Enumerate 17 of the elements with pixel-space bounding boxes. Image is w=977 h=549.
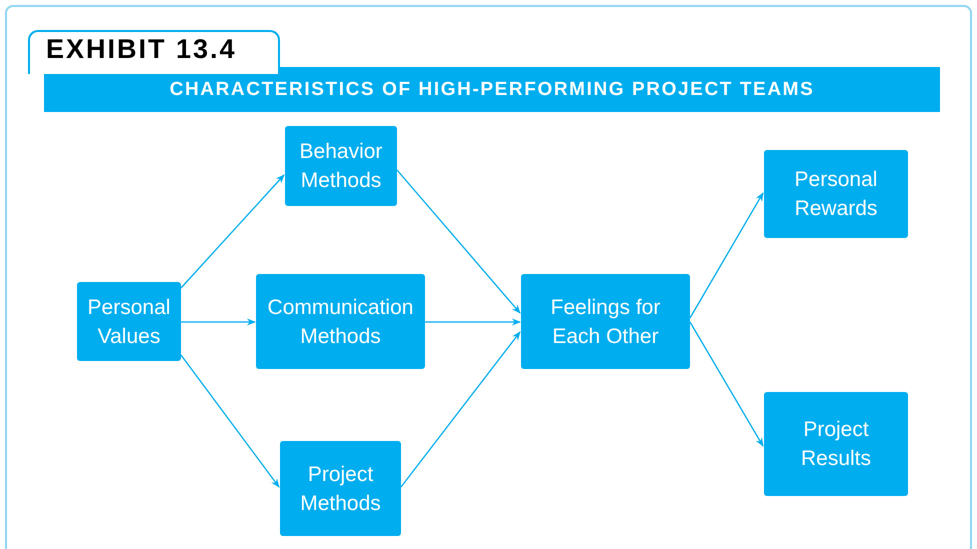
arrow: [689, 322, 764, 447]
process-box: Communication Methods: [256, 274, 425, 369]
process-box: Behavior Methods: [285, 126, 397, 206]
process-box: Project Results: [764, 392, 908, 496]
exhibit-tab: EXHIBIT 13.4: [28, 30, 280, 74]
arrow: [180, 354, 280, 488]
process-box: Project Methods: [280, 441, 401, 536]
title-banner: CHARACTERISTICS OF HIGH-PERFORMING PROJECT TEAMS: [44, 67, 940, 112]
process-box: Feelings for Each Other: [521, 274, 690, 369]
arrow: [181, 318, 256, 326]
arrow: [180, 174, 285, 288]
arrow: [396, 170, 521, 314]
arrow: [689, 192, 764, 318]
process-box: Personal Rewards: [764, 150, 908, 238]
arrow: [400, 331, 521, 488]
arrow: [425, 318, 521, 326]
process-box: Personal Values: [77, 282, 181, 361]
